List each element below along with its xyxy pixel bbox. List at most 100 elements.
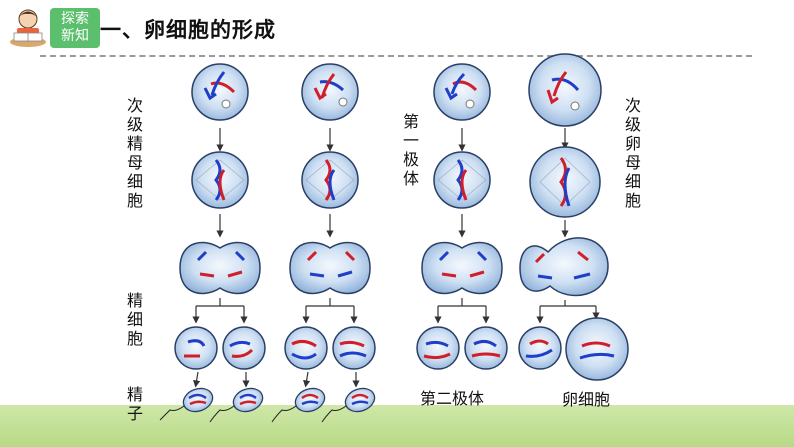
chromosome-blue bbox=[339, 351, 367, 358]
sperm-cell bbox=[271, 387, 326, 423]
chromosome-red bbox=[559, 157, 567, 207]
cell-secondary-spermatocyte bbox=[301, 63, 359, 121]
label-char: 胞 bbox=[624, 191, 641, 210]
cell-first-polar-body bbox=[433, 63, 491, 121]
page-title: 一、卵细胞的形成 bbox=[100, 18, 276, 42]
cell-spermatid bbox=[174, 326, 218, 370]
chromosome-red bbox=[291, 339, 317, 348]
child-reading-icon bbox=[10, 9, 46, 47]
label-char: 胞 bbox=[126, 191, 143, 210]
arrows-to-sperm bbox=[193, 371, 360, 388]
label-char: 级 bbox=[624, 115, 641, 134]
label-char: 细 bbox=[126, 310, 143, 329]
chromosome-blue bbox=[337, 270, 353, 278]
cell-second-polar-body bbox=[464, 326, 508, 370]
spindle bbox=[437, 159, 487, 201]
chromosome-red bbox=[199, 272, 215, 278]
chromosome-blue bbox=[444, 87, 458, 101]
chromosome-blue bbox=[210, 71, 226, 96]
cell-secondary-spermatocyte bbox=[191, 63, 249, 121]
cell-anaphase-ii bbox=[289, 241, 371, 295]
chromosome-red bbox=[581, 341, 611, 348]
chromosome-blue bbox=[234, 250, 246, 262]
sperm-cell bbox=[321, 387, 376, 423]
column-secondary-oocyte bbox=[518, 53, 629, 381]
cell-anaphase-ii bbox=[179, 241, 261, 295]
centrosome bbox=[570, 101, 580, 111]
label-char: 子 bbox=[126, 404, 143, 423]
chromosome-red bbox=[441, 272, 457, 278]
chromosome-blue bbox=[425, 340, 449, 348]
chromosome-red bbox=[313, 87, 327, 101]
chromosome-blue bbox=[438, 250, 450, 262]
label-char: 第 bbox=[402, 112, 419, 131]
label-char: 次 bbox=[624, 96, 641, 115]
sperm-cell bbox=[159, 387, 214, 421]
label-char: 精 bbox=[126, 134, 143, 153]
chromosome-red bbox=[546, 89, 559, 105]
chromosome-red bbox=[210, 81, 236, 94]
label-spermatid: 精 细 胞 bbox=[126, 291, 144, 348]
branch-connectors-sperm bbox=[192, 298, 358, 324]
label-secondary-spermatocyte: 次 级 精 母 细 胞 bbox=[126, 96, 144, 210]
chromosome-blue bbox=[319, 80, 345, 92]
chromosome-red bbox=[577, 250, 589, 262]
chromosome-red bbox=[471, 352, 501, 358]
chromosome-red bbox=[529, 339, 549, 346]
chromosome-red bbox=[227, 270, 243, 278]
chromosome-red bbox=[552, 71, 568, 97]
label-char: 精 bbox=[126, 385, 143, 404]
badge-line1: 探索 bbox=[61, 11, 89, 27]
chromosome-blue bbox=[473, 339, 497, 348]
badge-line2: 新知 bbox=[61, 28, 89, 44]
cell-anaphase-ii-oocyte bbox=[519, 237, 609, 297]
cell-spermatid bbox=[332, 326, 376, 370]
label-char: 极 bbox=[402, 150, 419, 169]
explore-badge: 探索 新知 bbox=[8, 6, 100, 48]
chromosome-blue bbox=[456, 159, 464, 201]
chromosome-blue bbox=[563, 167, 571, 207]
branch-connector bbox=[434, 298, 490, 324]
branch-connector bbox=[536, 300, 600, 324]
spindle bbox=[195, 159, 245, 201]
cell-second-polar-body bbox=[518, 326, 562, 370]
chromosome-blue bbox=[328, 169, 336, 201]
sperm-cell bbox=[209, 387, 264, 423]
column-sperm-2 bbox=[289, 63, 371, 295]
cell-anaphase-ii bbox=[421, 241, 503, 295]
cell-spermatid bbox=[222, 326, 266, 370]
chromosome-red bbox=[339, 340, 365, 348]
spermatid-row bbox=[174, 326, 376, 370]
explore-new-knowledge-tag: 探索 新知 bbox=[50, 8, 100, 48]
chromosome-red bbox=[469, 270, 485, 278]
grass-strip bbox=[0, 405, 794, 447]
label-egg-cell: 卵细胞 bbox=[562, 390, 611, 409]
chromosome-blue bbox=[291, 352, 317, 360]
sperm-tail bbox=[321, 405, 347, 423]
chromosome-red bbox=[324, 159, 332, 201]
centrosome bbox=[338, 97, 348, 107]
chromosome-blue bbox=[537, 274, 553, 280]
cell-secondary-oocyte bbox=[528, 53, 602, 127]
spindle bbox=[539, 157, 591, 207]
label-second-polar-body: 第二极体 bbox=[420, 389, 485, 408]
chromosome-blue bbox=[579, 352, 615, 360]
chromosome-blue bbox=[309, 272, 325, 278]
centrosome bbox=[465, 99, 475, 109]
sperm-tail bbox=[271, 405, 297, 423]
label-char: 细 bbox=[624, 172, 641, 191]
chromosome-blue bbox=[203, 87, 217, 101]
chromosome-blue bbox=[551, 77, 580, 92]
chromosome-blue bbox=[450, 72, 466, 95]
chromosome-blue bbox=[196, 250, 208, 262]
chromosome-blue bbox=[187, 339, 206, 347]
chromosome-red bbox=[460, 169, 468, 201]
column-sperm-1 bbox=[179, 63, 261, 295]
centrosome bbox=[221, 99, 231, 109]
label-char: 胞 bbox=[126, 329, 143, 348]
cell-spermatid bbox=[284, 326, 328, 370]
chromosome-red bbox=[344, 250, 356, 262]
chromosome-blue bbox=[214, 159, 222, 201]
label-char: 细 bbox=[126, 172, 143, 191]
